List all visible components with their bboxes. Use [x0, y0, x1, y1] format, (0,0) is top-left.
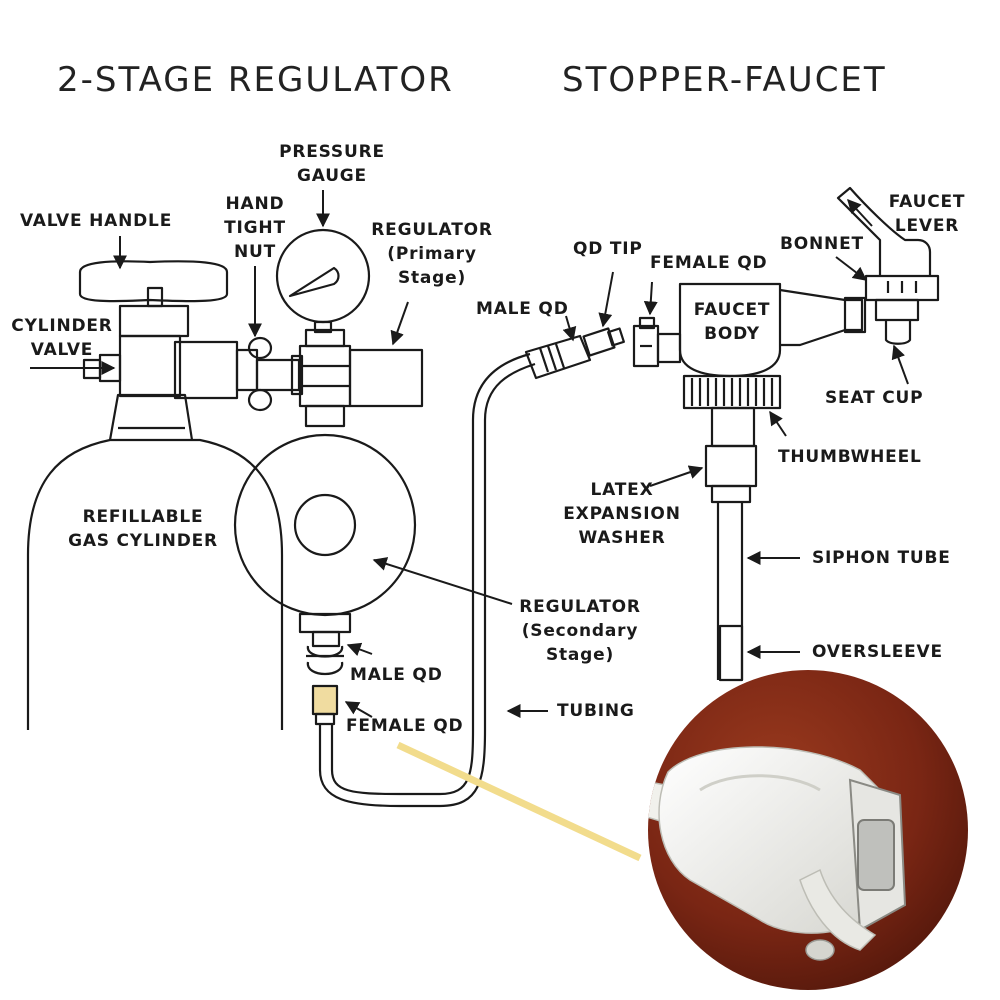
female-qd-right [632, 316, 682, 368]
pressure-gauge-shape [275, 228, 371, 334]
arrow-male-qd-right [562, 315, 577, 342]
label-thumbwheel: THUMBWHEEL [778, 447, 922, 467]
valve-handle-shape [78, 260, 229, 303]
label-faucet-lever: FAUCET LEVER [888, 192, 966, 236]
tubing-shape [318, 362, 536, 808]
label-tubing: TUBING [557, 701, 635, 721]
label-cylinder-valve: CYLINDER VALVE [11, 316, 113, 360]
label-female-qd-left: FEMALE QD [346, 716, 464, 736]
cylinder-valve [82, 286, 239, 400]
heading-left: 2-STAGE REGULATOR [57, 60, 454, 100]
label-female-qd-right: FEMALE QD [650, 253, 768, 273]
arrow-thumbwheel [769, 410, 787, 437]
label-male-qd-right: MALE QD [476, 299, 569, 319]
label-refillable-gas-cylinder: REFILLABLE GAS CYLINDER [68, 507, 218, 551]
arrow-bonnet [835, 256, 868, 281]
arrow-female-qd-right [643, 281, 658, 316]
female-qd-brass [311, 684, 339, 716]
label-bonnet: BONNET [780, 234, 864, 254]
label-pressure-gauge: PRESSURE GAUGE [279, 142, 385, 186]
arrow-faucet-lever [847, 198, 873, 227]
arrow-qd-tip [598, 271, 614, 328]
label-regulator-primary: REGULATOR (Primary Stage) [371, 220, 493, 288]
label-hand-tight-nut: HAND TIGHT NUT [224, 194, 286, 262]
label-faucet-body: FAUCET BODY [693, 300, 771, 344]
arrow-seat-cup [891, 344, 909, 385]
label-valve-handle: VALVE HANDLE [20, 211, 173, 231]
male-qd-right [524, 327, 625, 380]
siphon-assembly [704, 444, 758, 682]
label-seat-cup: SEAT CUP [825, 388, 924, 408]
label-male-qd-left: MALE QD [350, 665, 443, 685]
label-qd-tip: QD TIP [573, 239, 643, 259]
label-regulator-secondary: REGULATOR (Secondary Stage) [519, 597, 641, 665]
arrow-female-qd-left [344, 701, 373, 718]
faucet-lever-shape [836, 186, 940, 345]
regulator-primary [290, 328, 424, 428]
arrow-regulator-primary [390, 301, 409, 346]
label-siphon-tube: SIPHON TUBE [812, 548, 951, 568]
thumbwheel-shape [682, 374, 782, 448]
arrow-latex-washer [649, 465, 704, 487]
photo-inset [648, 670, 968, 990]
arrow-regulator-secondary [372, 557, 513, 605]
regulator-secondary [233, 433, 417, 675]
label-oversleeve: OVERSLEEVE [812, 642, 943, 662]
hand-tight-nut [235, 336, 301, 412]
heading-right: STOPPER-FAUCET [562, 60, 887, 100]
photo-callout-line [396, 741, 642, 862]
label-latex-expansion-washer: LATEX EXPANSION WASHER [563, 480, 681, 548]
arrow-male-qd-left [346, 642, 373, 656]
